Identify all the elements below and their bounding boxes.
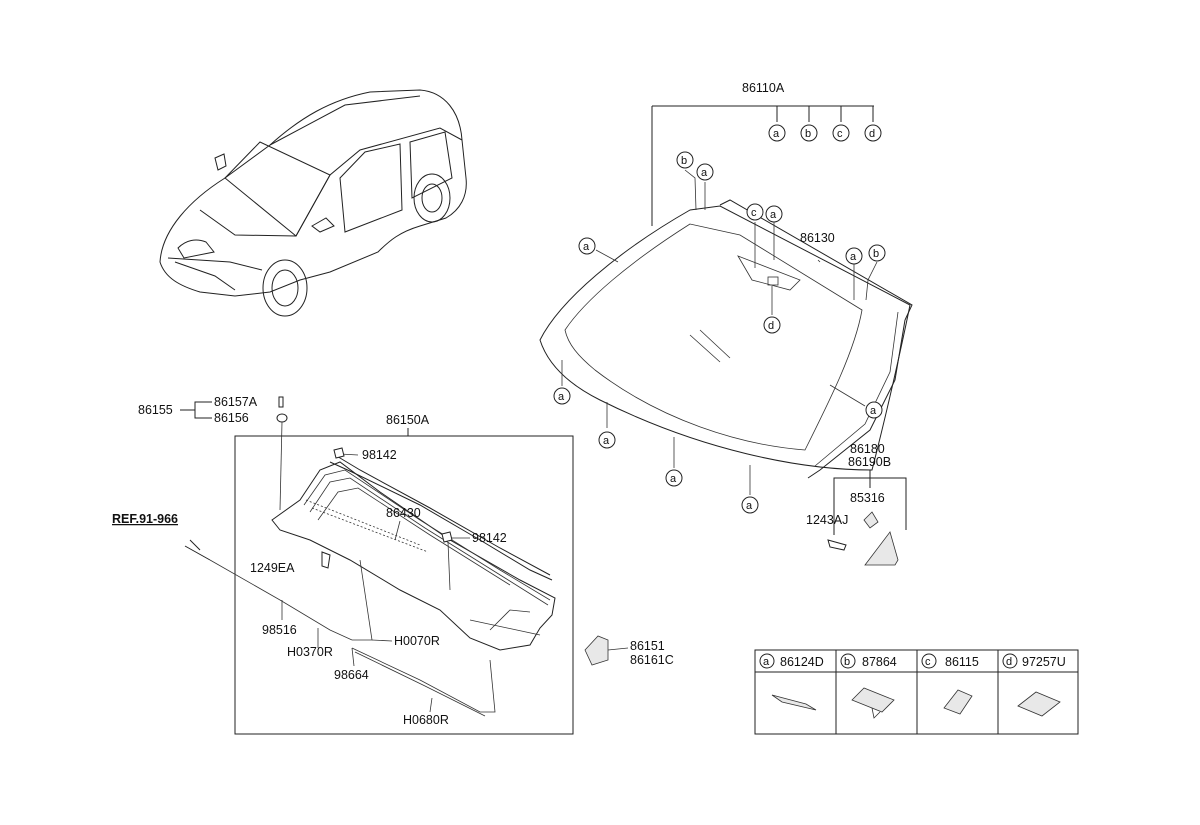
label-98516: 98516 (262, 623, 297, 637)
label-98142-right: 98142 (472, 531, 507, 545)
box-86150A (234, 435, 574, 735)
legend-letter-b: b (844, 656, 850, 668)
legend-part-c: 86115 (945, 655, 979, 669)
callout-a: a (603, 435, 610, 447)
legend-part-d: 97257U (1022, 655, 1066, 669)
callout-a: a (773, 128, 780, 140)
bolt-1249EA (321, 551, 331, 569)
callout-d: d (768, 320, 774, 332)
label-98664: 98664 (334, 668, 369, 682)
legend-part-b: 87864 (862, 655, 897, 669)
screw-1243AJ (827, 539, 847, 551)
callout-a: a (870, 405, 877, 417)
cap-86156 (276, 413, 288, 423)
windshield-leaders (561, 105, 878, 495)
spacer-86124D-icon (771, 694, 817, 711)
cowl-panel-86150A (271, 454, 556, 651)
label-86150A: 86150A (386, 413, 430, 427)
callout-a: a (746, 500, 753, 512)
nozzle-86157A (278, 396, 284, 408)
label-1249EA: 1249EA (250, 561, 295, 575)
label-1243AJ: 1243AJ (806, 513, 848, 527)
label-86430: 86430 (386, 506, 421, 520)
label-85316: 85316 (850, 491, 885, 505)
delta-cover-86180 (864, 531, 899, 566)
car-illustration (159, 89, 467, 317)
legend-part-a: 86124D (780, 655, 824, 669)
callout-b: b (873, 248, 879, 260)
callout-c: c (837, 128, 843, 140)
clip-86151 (584, 635, 609, 666)
callout-a: a (770, 209, 777, 221)
label-86151: 86151 (630, 639, 665, 653)
callout-group-top: a b c d (768, 124, 882, 142)
bracket-86155 (180, 401, 212, 419)
spacer-86115-icon (943, 689, 973, 715)
callout-a: a (850, 251, 857, 263)
washer-hoses (209, 559, 496, 717)
callout-group-windshield: b a c a a b a d a a a a a (553, 151, 886, 514)
legend-table: a 86124D b 87864 c 86115 d 97257U (754, 649, 1079, 735)
label-86190B: 86190B (848, 455, 891, 469)
legend-letter-c: c (925, 656, 931, 668)
label-86130: 86130 (800, 231, 835, 245)
clip-98142-top (333, 447, 345, 459)
spacer-87864-icon (851, 687, 895, 713)
windshield-glass (539, 199, 913, 479)
label-86156: 86156 (214, 411, 249, 425)
label-H0070R: H0070R (394, 634, 440, 648)
label-86180: 86180 (850, 442, 885, 456)
trim-leaders (833, 470, 907, 535)
clip-98142-right (441, 531, 453, 543)
callout-a: a (701, 167, 708, 179)
label-98142-top: 98142 (362, 448, 397, 462)
callout-d: d (869, 128, 875, 140)
label-86157A: 86157A (214, 395, 258, 409)
label-86161C: 86161C (630, 653, 674, 667)
ref-label: REF.91-966 (112, 512, 178, 526)
label-86110A: 86110A (742, 81, 785, 95)
callout-c: c (751, 207, 757, 219)
legend-letter-a: a (763, 656, 770, 668)
pad-97257U-icon (1017, 691, 1061, 717)
callout-b: b (805, 128, 811, 140)
callout-a: a (558, 391, 565, 403)
clip-85316 (863, 511, 879, 529)
label-86155: 86155 (138, 403, 173, 417)
label-H0680R: H0680R (403, 713, 449, 727)
label-H0370R: H0370R (287, 645, 333, 659)
callout-a: a (670, 473, 677, 485)
legend-letter-d: d (1006, 656, 1012, 668)
callout-a: a (583, 241, 590, 253)
callout-b: b (681, 155, 687, 167)
